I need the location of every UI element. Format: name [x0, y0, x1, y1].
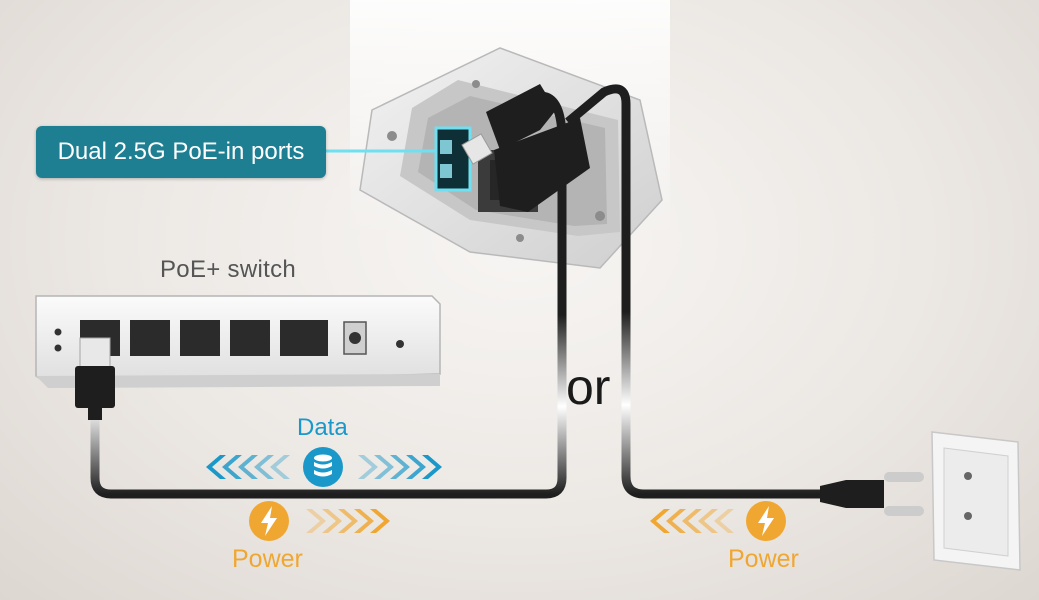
power-arrow-chevron — [698, 509, 718, 533]
power-label-right: Power — [728, 545, 799, 573]
data-arrow-chevron — [390, 455, 410, 479]
data-arrows-left — [206, 455, 290, 479]
switch-label: PoE+ switch — [160, 256, 297, 283]
power-cable — [565, 84, 820, 499]
poe-port-callout: Dual 2.5G PoE-in ports — [36, 126, 326, 178]
power-arrow-chevron — [666, 509, 686, 533]
power-arrows-left — [650, 509, 734, 533]
switch-port-4 — [230, 320, 270, 356]
data-label: Data — [297, 414, 348, 441]
reset-hole — [396, 340, 404, 348]
data-arrow-chevron — [406, 455, 426, 479]
switch-ports — [80, 320, 328, 356]
power-arrows-right — [306, 509, 390, 533]
switch-port-3 — [180, 320, 220, 356]
lightning-icon — [249, 501, 289, 541]
wall-socket — [931, 431, 1021, 571]
power-arrow-chevron — [338, 509, 358, 533]
data-arrow-chevron — [374, 455, 394, 479]
power-arrow-chevron — [354, 509, 374, 533]
power-plug — [820, 472, 924, 516]
power-arrow-chevron — [322, 509, 342, 533]
data-arrow-chevron — [358, 455, 378, 479]
power-arrow-chevron — [714, 509, 734, 533]
data-arrow-chevron — [222, 455, 242, 479]
power-label-left: Power — [232, 545, 303, 573]
callout-text: Dual 2.5G PoE-in ports — [57, 138, 305, 165]
power-arrow-chevron — [682, 509, 702, 533]
switch-port-2 — [130, 320, 170, 356]
power-arrow-chevron — [306, 509, 326, 533]
rj45-plug-switch — [75, 337, 115, 420]
or-connector-label: or — [566, 359, 611, 415]
poe-port-highlight — [434, 126, 472, 192]
data-arrow-chevron — [238, 455, 258, 479]
data-arrow-chevron — [206, 455, 226, 479]
rj45-plug-top — [486, 84, 556, 150]
data-arrow-chevron — [270, 455, 290, 479]
data-arrow-chevron — [254, 455, 274, 479]
switch-port-5 — [280, 320, 328, 356]
data-arrows-right — [358, 455, 442, 479]
data-cable — [90, 91, 567, 499]
database-icon — [303, 447, 343, 487]
power-arrow-chevron — [650, 509, 670, 533]
data-arrow-chevron — [422, 455, 442, 479]
power-arrow-chevron — [370, 509, 390, 533]
power-plug-top — [494, 118, 590, 212]
lightning-icon — [746, 501, 786, 541]
